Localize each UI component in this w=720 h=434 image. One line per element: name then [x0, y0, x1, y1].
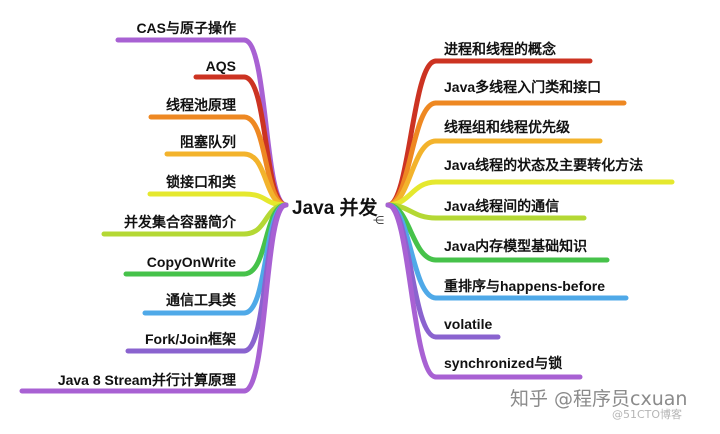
left-branch-label[interactable]: 线程池原理 — [166, 97, 236, 113]
right-branch-label[interactable]: Java线程间的通信 — [444, 198, 560, 214]
left-branch-label[interactable]: CopyOnWrite — [146, 254, 236, 270]
right-branch-label[interactable]: 重排序与happens-before — [444, 278, 606, 294]
center-node-title[interactable]: Java 并发 — [292, 198, 378, 219]
left-branch-connector — [241, 202, 289, 354]
collapse-toggle-icon[interactable]: ⋲ — [373, 214, 384, 227]
right-branch-connector — [385, 202, 439, 380]
watermark-51cto: @51CTO博客 — [612, 408, 683, 421]
left-branch-label[interactable]: 阻塞队列 — [180, 134, 236, 150]
left-branch-label[interactable]: 锁接口和类 — [166, 174, 236, 190]
left-branch-label[interactable]: AQS — [205, 58, 236, 74]
left-branch-label[interactable]: 通信工具类 — [166, 292, 236, 308]
right-branch-label[interactable]: 进程和线程的概念 — [444, 41, 556, 57]
left-branch-label[interactable]: Java 8 Stream并行计算原理 — [57, 372, 236, 388]
left-branch-label[interactable]: CAS与原子操作 — [136, 20, 236, 36]
right-branch-connector — [385, 202, 439, 340]
watermark-zhihu: 知乎 @程序员cxuan — [510, 388, 688, 410]
right-branch-label[interactable]: Java内存模型基础知识 — [444, 238, 588, 254]
right-branch-label[interactable]: 线程组和线程优先级 — [444, 119, 570, 135]
left-branch-label[interactable]: 并发集合容器简介 — [124, 214, 236, 230]
right-branch-label[interactable]: volatile — [444, 316, 493, 332]
left-branch-label[interactable]: Fork/Join框架 — [144, 331, 236, 347]
right-branch-label[interactable]: Java多线程入门类和接口 — [444, 79, 602, 95]
right-branch-label[interactable]: Java线程的状态及主要转化方法 — [444, 157, 644, 173]
right-branch-connector — [385, 179, 439, 208]
right-branch-label[interactable]: synchronized与锁 — [444, 355, 563, 371]
left-branch-connector — [241, 202, 289, 394]
